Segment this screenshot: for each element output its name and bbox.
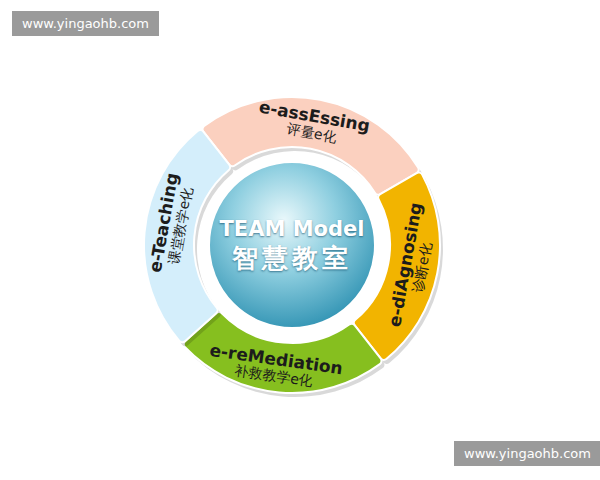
segment-subtitle: 智慧教室: [220, 242, 365, 275]
center-circle: TEAM Model智慧教室: [208, 161, 376, 329]
watermark: www.yingaohb.com: [12, 11, 159, 36]
segment-title: TEAM Model: [220, 216, 365, 242]
watermark: www.yingaohb.com: [454, 441, 600, 466]
text-holder: TEAM Model智慧教室: [220, 216, 365, 275]
